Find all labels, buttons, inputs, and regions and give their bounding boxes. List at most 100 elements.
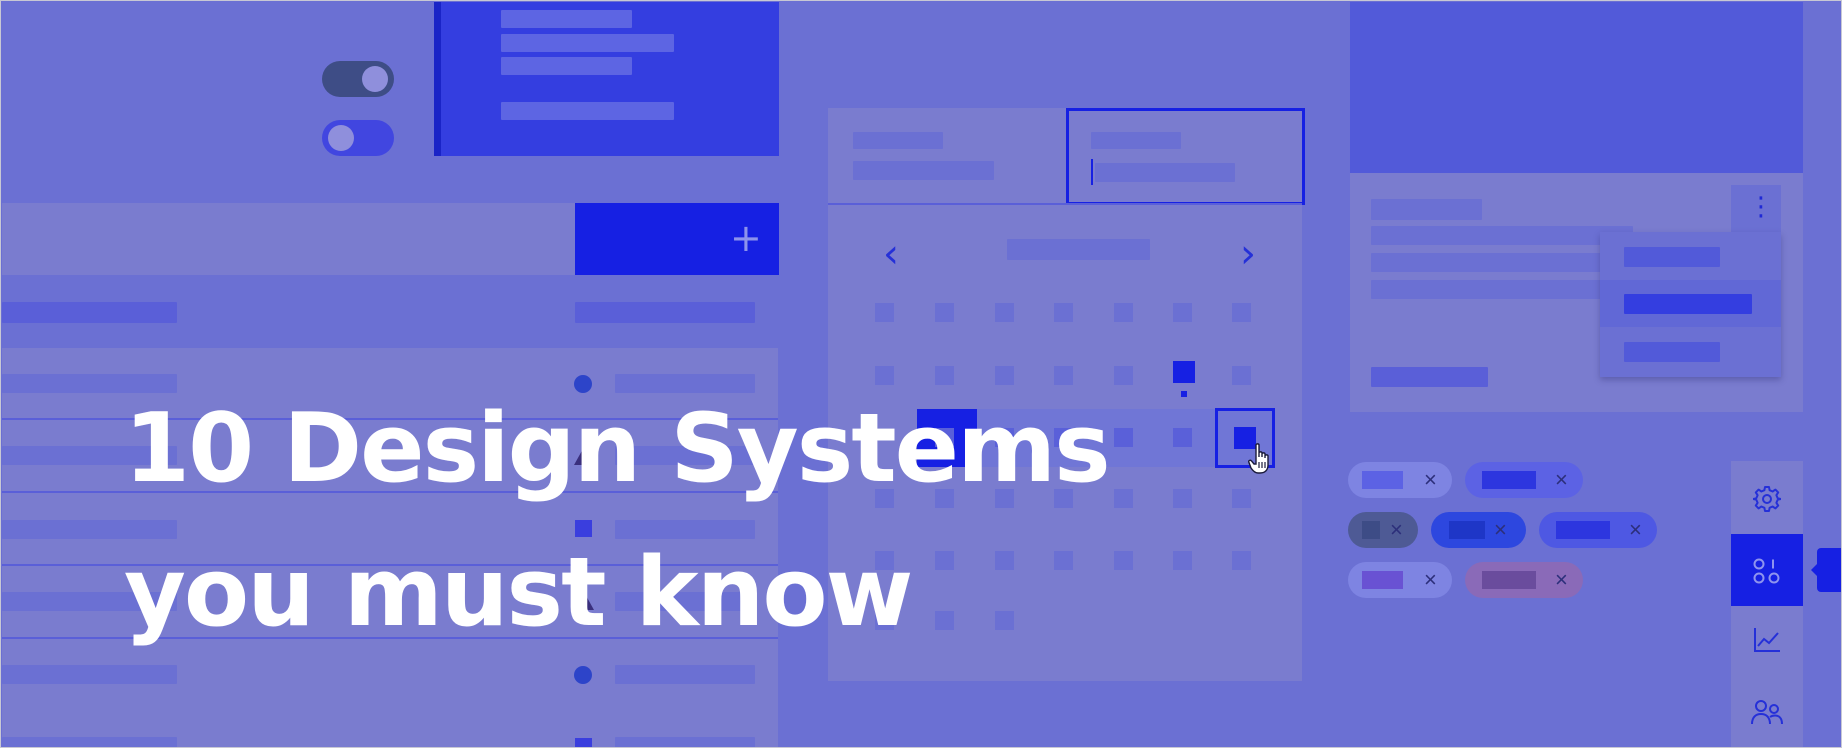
calendar-day[interactable] <box>995 611 1014 630</box>
tag-chip[interactable]: × <box>1348 562 1452 598</box>
text-cursor <box>1091 159 1093 185</box>
plus-icon: + <box>730 216 762 260</box>
chart-line-icon <box>1754 628 1780 652</box>
chevron-left-icon[interactable]: ‹ <box>883 231 899 277</box>
close-icon[interactable]: × <box>1494 517 1507 542</box>
range-end-fill <box>1234 427 1256 449</box>
card-text-placeholder <box>1371 199 1482 220</box>
datepicker-header <box>828 108 1302 203</box>
status-dot-icon <box>574 666 592 684</box>
tag-chip[interactable]: × <box>1348 462 1452 498</box>
calendar-day[interactable] <box>1232 303 1251 322</box>
toggle-on[interactable] <box>322 61 394 97</box>
calendar-day[interactable] <box>935 489 954 508</box>
close-icon[interactable]: × <box>1555 567 1568 592</box>
card-header <box>1350 2 1803 173</box>
calendar-day[interactable] <box>1054 489 1073 508</box>
close-icon[interactable]: × <box>1390 517 1403 542</box>
menu-item-placeholder[interactable] <box>501 102 674 120</box>
cell-placeholder <box>2 520 177 539</box>
calendar-day[interactable] <box>875 551 894 570</box>
column-header-placeholder <box>575 302 755 323</box>
rail-item-analytics[interactable] <box>1731 606 1803 676</box>
status-triangle-icon <box>574 447 594 465</box>
toggle-off[interactable] <box>322 120 394 156</box>
calendar-day[interactable] <box>1054 303 1073 322</box>
date-field-label-placeholder <box>1091 132 1181 149</box>
calendar-day[interactable] <box>1114 366 1133 385</box>
calendar-day[interactable] <box>1173 551 1192 570</box>
calendar-day[interactable] <box>875 489 894 508</box>
calendar-day[interactable] <box>995 428 1014 447</box>
tag-chip[interactable]: × <box>1465 462 1583 498</box>
calendar-day[interactable] <box>1114 303 1133 322</box>
calendar-day[interactable] <box>1054 551 1073 570</box>
range-end-day[interactable] <box>1215 408 1275 468</box>
menu-item-placeholder[interactable] <box>501 10 632 28</box>
binary-data-icon <box>1753 558 1780 584</box>
users-icon <box>1751 700 1783 725</box>
calendar-day[interactable] <box>1054 366 1073 385</box>
card-text-placeholder <box>1371 280 1633 299</box>
status-triangle-icon <box>574 592 594 610</box>
rail-item-users[interactable] <box>1731 678 1803 748</box>
calendar-day[interactable] <box>1173 303 1192 322</box>
status-square-icon <box>575 738 592 748</box>
calendar-day[interactable] <box>935 551 954 570</box>
calendar-day[interactable] <box>1173 428 1192 447</box>
date-field-label-placeholder <box>853 132 943 149</box>
overflow-menu-button[interactable]: ⋮ <box>1731 185 1781 232</box>
tag-chip-label <box>1556 521 1610 539</box>
close-icon[interactable]: × <box>1424 567 1437 592</box>
dropdown-item-placeholder <box>1624 294 1752 314</box>
row-divider <box>2 564 778 566</box>
close-icon[interactable]: × <box>1629 517 1642 542</box>
calendar-day[interactable] <box>1114 551 1133 570</box>
tag-chip[interactable]: × <box>1465 562 1583 598</box>
calendar-day[interactable] <box>1114 489 1133 508</box>
calendar-day[interactable] <box>995 551 1014 570</box>
menu-item-placeholder[interactable] <box>501 34 674 52</box>
calendar-day[interactable] <box>1114 428 1133 447</box>
add-button[interactable]: + <box>575 203 779 275</box>
calendar-day[interactable] <box>995 303 1014 322</box>
tag-chip[interactable]: × <box>1348 512 1418 548</box>
date-field-focused[interactable] <box>1066 108 1305 205</box>
calendar-day[interactable] <box>935 366 954 385</box>
card-action-placeholder[interactable] <box>1371 367 1488 387</box>
calendar-day[interactable] <box>1232 489 1251 508</box>
close-icon[interactable]: × <box>1424 467 1437 492</box>
calendar-day[interactable] <box>1232 366 1251 385</box>
tag-chip[interactable]: × <box>1539 512 1657 548</box>
dropdown-item-hover[interactable] <box>1600 280 1781 327</box>
calendar-day[interactable] <box>935 303 954 322</box>
card-text-placeholder <box>1371 226 1633 245</box>
tag-chip-label <box>1482 571 1536 589</box>
chevron-right-icon[interactable]: › <box>1240 231 1256 277</box>
calendar-day[interactable] <box>935 428 954 447</box>
close-icon[interactable]: × <box>1555 467 1568 492</box>
datepicker-divider <box>828 203 1302 205</box>
dropdown-item-placeholder[interactable] <box>1624 247 1720 267</box>
cell-placeholder <box>615 737 755 748</box>
tag-chip[interactable]: × <box>1431 512 1526 548</box>
menu-item-placeholder[interactable] <box>501 57 632 75</box>
rail-item-settings[interactable] <box>1731 466 1803 532</box>
calendar-day[interactable] <box>1173 489 1192 508</box>
selected-day[interactable] <box>1173 361 1195 383</box>
calendar-day[interactable] <box>1232 551 1251 570</box>
row-divider <box>2 637 778 639</box>
rail-item-data-active[interactable] <box>1731 534 1803 606</box>
dropdown-item-placeholder[interactable] <box>1624 342 1720 362</box>
calendar-day[interactable] <box>875 611 894 630</box>
calendar-day[interactable] <box>995 366 1014 385</box>
column-header-placeholder <box>2 302 177 323</box>
calendar-day[interactable] <box>875 303 894 322</box>
calendar-day[interactable] <box>995 489 1014 508</box>
tag-chip-label <box>1362 521 1380 539</box>
calendar-day[interactable] <box>875 366 894 385</box>
calendar-day[interactable] <box>1054 428 1073 447</box>
calendar-day[interactable] <box>935 611 954 630</box>
card-text-placeholder <box>1371 253 1633 272</box>
tag-chip-label <box>1362 471 1403 489</box>
